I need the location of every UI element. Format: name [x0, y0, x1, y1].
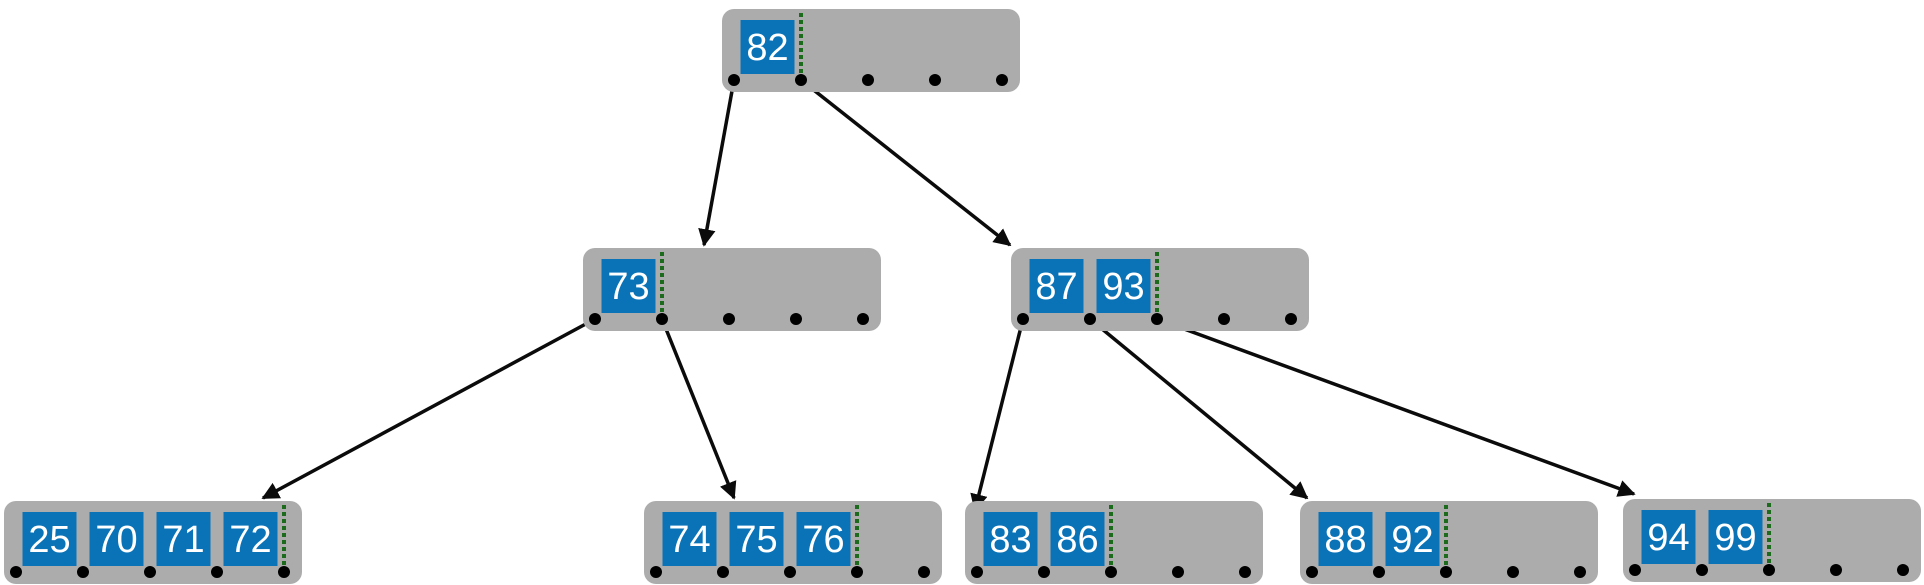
- key-label: 75: [735, 519, 777, 561]
- btree-node: 94 99: [1623, 499, 1921, 582]
- pointer-dot: [996, 74, 1008, 86]
- pointer-dot: [1440, 566, 1452, 578]
- pointer-dot: [784, 566, 796, 578]
- btree-node: 88 92: [1300, 501, 1598, 584]
- key-box: [1050, 512, 1105, 566]
- pointer-dot: [1017, 313, 1029, 325]
- key-label: 92: [1391, 519, 1433, 561]
- btree-node: 73: [583, 248, 881, 331]
- pointer-dot: [862, 74, 874, 86]
- pointer-dot: [10, 566, 22, 578]
- edge-arrow: [660, 318, 737, 500]
- edges-layer: [261, 78, 1636, 512]
- key-box: [796, 512, 851, 566]
- pointer-dot: [144, 566, 156, 578]
- btree-node: 83 86: [965, 501, 1263, 584]
- pointer-dot: [1218, 313, 1230, 325]
- pointer-dot: [211, 566, 223, 578]
- key-label: 94: [1647, 517, 1689, 559]
- btree-node: 25 70 71 72: [4, 501, 302, 584]
- pointer-dot: [723, 313, 735, 325]
- key-label: 93: [1102, 266, 1144, 308]
- key-box: [729, 512, 784, 566]
- pointer-dot: [929, 74, 941, 86]
- pointer-dot: [589, 313, 601, 325]
- key-box: [1385, 512, 1440, 566]
- pointer-dot: [795, 74, 807, 86]
- pointer-dot: [717, 566, 729, 578]
- node-box: [1011, 248, 1309, 331]
- node-box: [583, 248, 881, 331]
- pointer-dot: [1507, 566, 1519, 578]
- pointer-dot: [1084, 313, 1096, 325]
- key-label: 83: [989, 519, 1031, 561]
- key-box: [1708, 510, 1763, 564]
- btree-node: 82: [722, 9, 1020, 92]
- edge-arrow: [1088, 317, 1309, 500]
- node-box: [644, 501, 942, 584]
- pointer-dot: [1830, 564, 1842, 576]
- node-box: [1300, 501, 1598, 584]
- pointer-dot: [728, 74, 740, 86]
- key-box: [156, 512, 211, 566]
- key-box: [1096, 259, 1151, 313]
- pointer-dot: [650, 566, 662, 578]
- edge-arrow: [1156, 317, 1636, 497]
- edge-arrow: [261, 317, 596, 500]
- key-label: 25: [28, 519, 70, 561]
- pointer-dot: [77, 566, 89, 578]
- pointer-dot: [851, 566, 863, 578]
- node-box: [722, 9, 1020, 92]
- key-label: 87: [1035, 266, 1077, 308]
- edge-arrow: [698, 79, 736, 247]
- btree-node: 87 93: [1011, 248, 1309, 331]
- pointer-dot: [918, 566, 930, 578]
- pointer-dot: [1038, 566, 1050, 578]
- edge-arrow: [799, 78, 1012, 247]
- pointer-dot: [278, 566, 290, 578]
- key-label: 88: [1324, 519, 1366, 561]
- key-label: 82: [746, 27, 788, 69]
- pointer-dot: [1373, 566, 1385, 578]
- key-label: 70: [95, 519, 137, 561]
- edge-arrow: [970, 318, 1025, 512]
- pointer-dot: [1306, 566, 1318, 578]
- key-box: [22, 512, 77, 566]
- pointer-dot: [1629, 564, 1641, 576]
- pointer-dot: [1763, 564, 1775, 576]
- node-box: [1623, 499, 1921, 582]
- key-box: [223, 512, 278, 566]
- key-box: [1641, 510, 1696, 564]
- pointer-dot: [1574, 566, 1586, 578]
- key-box: [89, 512, 144, 566]
- pointer-dot: [1696, 564, 1708, 576]
- key-label: 76: [802, 519, 844, 561]
- key-label: 71: [162, 519, 204, 561]
- key-box: [740, 20, 795, 74]
- pointer-dot: [790, 313, 802, 325]
- pointer-dot: [1151, 313, 1163, 325]
- pointer-dot: [1105, 566, 1117, 578]
- key-box: [1029, 259, 1084, 313]
- pointer-dot: [1239, 566, 1251, 578]
- key-box: [983, 512, 1038, 566]
- pointer-dot: [971, 566, 983, 578]
- pointer-dot: [1285, 313, 1297, 325]
- nodes-layer: 82 73 87 93 25 70 71 72 74 75 76 83 86 88 92 94 99: [4, 9, 1921, 584]
- key-label: 72: [229, 519, 271, 561]
- pointer-dot: [1897, 564, 1909, 576]
- key-label: 74: [668, 519, 710, 561]
- key-label: 86: [1056, 519, 1098, 561]
- key-label: 99: [1714, 517, 1756, 559]
- key-box: [662, 512, 717, 566]
- key-box: [601, 259, 656, 313]
- pointer-dot: [656, 313, 668, 325]
- pointer-dot: [1172, 566, 1184, 578]
- node-box: [965, 501, 1263, 584]
- pointer-dot: [857, 313, 869, 325]
- key-box: [1318, 512, 1373, 566]
- btree-node: 74 75 76: [644, 501, 942, 584]
- key-label: 73: [607, 266, 649, 308]
